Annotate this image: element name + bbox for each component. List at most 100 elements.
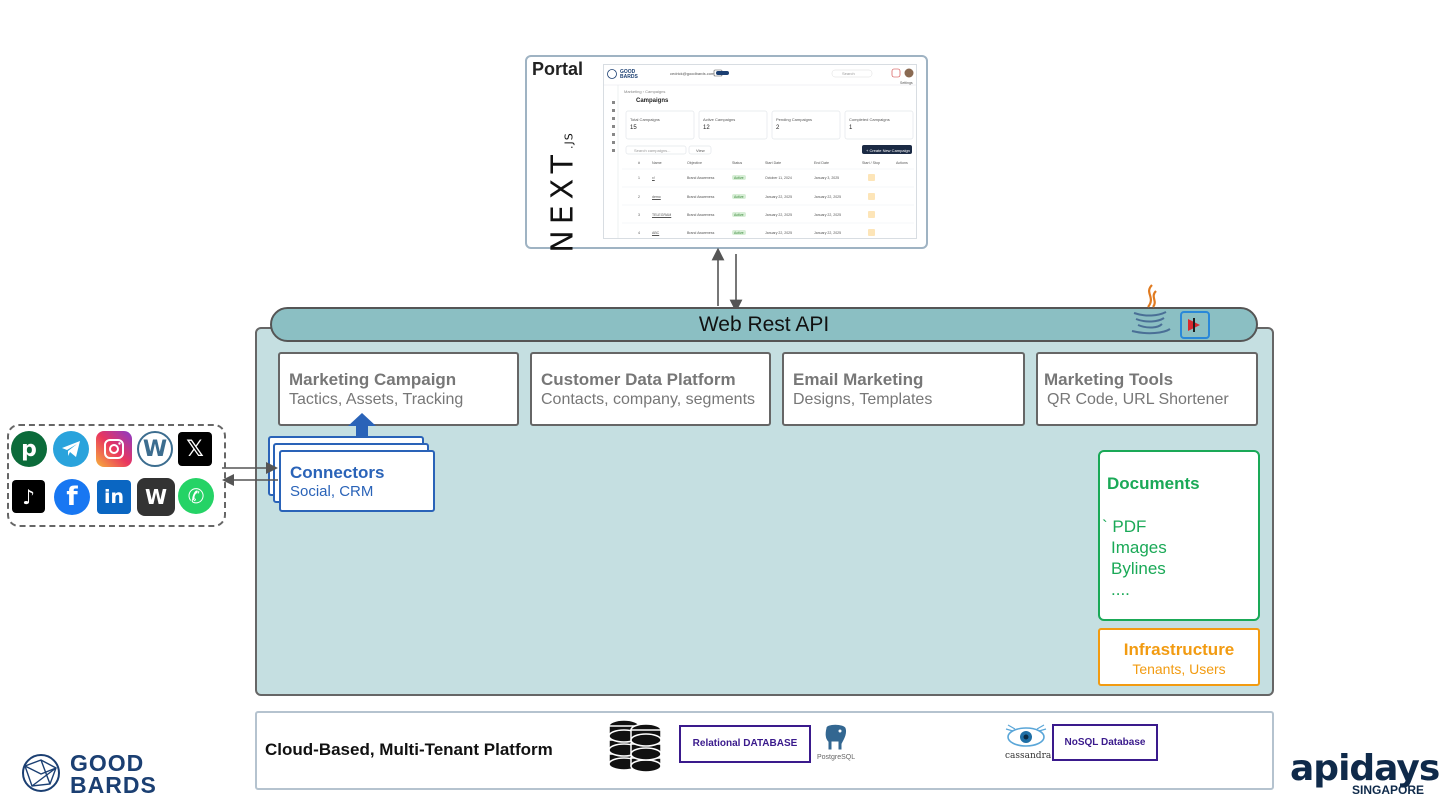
wordpress-icon: W: [137, 431, 173, 467]
cassandra-icon: [1005, 724, 1047, 747]
module-title: Email Marketing: [793, 370, 924, 389]
module-customer-data-platform: Customer Data Platform Contacts, company…: [530, 352, 771, 426]
screenshot-table-cell: x!: [652, 176, 655, 180]
java-icon: [1131, 284, 1171, 335]
screenshot-stat-value: 15: [630, 125, 637, 131]
screenshot-table-cell: Brand Awareness: [687, 213, 715, 217]
goodbards-logo-icon: [22, 754, 60, 792]
postgresql-icon: [824, 723, 847, 751]
screenshot-view: View: [696, 148, 705, 153]
module-marketing-tools: Marketing Tools QR Code, URL Shortener: [1036, 352, 1258, 426]
screenshot-search: Search: [842, 71, 855, 76]
goodbards-logo-text: GOOD BARDS: [70, 750, 157, 798]
screenshot-table-cell: Active: [734, 213, 744, 217]
spring-icon: [1180, 311, 1210, 339]
cloud-platform-label: Cloud-Based, Multi-Tenant Platform: [265, 740, 553, 759]
screenshot-column-header: Name: [652, 161, 662, 165]
goodbards-line-2: BARDS: [70, 772, 157, 798]
module-marketing-campaign: Marketing Campaign Tactics, Assets, Trac…: [278, 352, 519, 426]
connectors-up-arrow: [348, 413, 376, 439]
screenshot-table-cell: January 22, 2025: [765, 195, 793, 199]
whatsapp-icon: ✆: [178, 478, 214, 514]
instagram-icon: [96, 431, 132, 467]
infrastructure-subtitle: Tenants, Users: [1132, 661, 1226, 677]
documents-item: ....: [1111, 580, 1130, 599]
screenshot-table-cell: January 22, 2025: [814, 231, 842, 235]
portal-api-arrows: [711, 248, 743, 310]
screenshot-column-header: Objective: [687, 161, 702, 165]
facebook-icon: f: [54, 479, 90, 515]
tiktok-icon: ♪: [12, 480, 45, 513]
screenshot-table-cell: Active: [734, 176, 744, 180]
connectors-title: Connectors: [290, 463, 385, 482]
portal-screenshot: GOOD BARDS cedrick@goodbards.com Search …: [603, 64, 917, 239]
screenshot-stat-value: 1: [849, 125, 853, 131]
relational-database-label: Relational DATABASE: [679, 725, 811, 763]
screenshot-settings: Settings: [900, 81, 913, 85]
pinterest-icon: p: [11, 431, 47, 467]
module-subtitle: Contacts, company, segments: [541, 391, 756, 408]
screenshot-breadcrumb: Marketing › Campaigns: [624, 89, 666, 94]
module-title: Customer Data Platform: [541, 370, 736, 389]
screenshot-table-cell: 1: [638, 176, 640, 180]
screenshot-column-header: #: [638, 161, 640, 165]
screenshot-stat-label: Active Campaigns: [703, 117, 736, 122]
module-subtitle: Designs, Templates: [793, 391, 933, 408]
screenshot-table-cell: January 22, 2025: [814, 213, 842, 217]
x-icon: 𝕏: [178, 432, 212, 466]
screenshot-table-cell: January 22, 2025: [765, 213, 793, 217]
screenshot-table-cell: January 22, 2025: [765, 231, 793, 235]
database-stack-icon: [608, 719, 662, 773]
screenshot-table-cell: January 3, 2025: [814, 176, 840, 180]
goodbards-line-1: GOOD: [70, 750, 145, 776]
module-email-marketing: Email Marketing Designs, Templates: [782, 352, 1025, 426]
screenshot-table-cell: October 11, 2024: [765, 176, 792, 180]
screenshot-table-cell: ABC: [652, 231, 660, 235]
screenshot-table-cell: Active: [734, 231, 744, 235]
screenshot-frame: [604, 68, 916, 238]
screenshot-column-header: Start Date: [765, 161, 782, 165]
screenshot-column-header: End Date: [814, 161, 829, 165]
screenshot-table-cell: Active: [734, 195, 744, 199]
connectors-box: Connectors Social, CRM: [279, 450, 435, 512]
screenshot-table-cell: 3: [638, 213, 640, 217]
screenshot-table-cell: Brand Awareness: [687, 176, 715, 180]
screenshot-table-cell: Brand Awareness: [687, 231, 715, 235]
wordpress-dark-icon: W: [137, 478, 175, 516]
screenshot-stat-label: Total Campaigns: [630, 117, 660, 122]
documents-item: Images: [1111, 538, 1167, 557]
screenshot-heading: Campaigns: [636, 98, 669, 104]
screenshot-stat-label: Pending Campaigns: [776, 117, 813, 122]
apidays-location: SINGAPORE: [1352, 783, 1425, 797]
infrastructure-title: Infrastructure: [1123, 640, 1235, 659]
screenshot-column-header: Start / Stop: [862, 161, 880, 165]
portal-title: Portal: [532, 59, 584, 79]
cassandra-label: cassandra: [1005, 751, 1052, 761]
screenshot-column-header: Actions: [896, 161, 908, 165]
web-rest-api-bar: Web Rest API: [270, 307, 1258, 342]
documents-item: Bylines: [1111, 559, 1166, 578]
module-subtitle: QR Code, URL Shortener: [1047, 391, 1229, 408]
screenshot-table-cell: 4: [638, 231, 640, 235]
module-subtitle: Tactics, Assets, Tracking: [289, 391, 464, 408]
screenshot-column-header: Status: [732, 161, 743, 165]
connectors-subtitle: Social, CRM: [290, 483, 374, 500]
nextjs-logo: NEXT.JS: [545, 132, 581, 253]
module-title: Marketing Campaign: [289, 370, 457, 389]
screenshot-table-cell: TELEGRAM: [652, 213, 672, 217]
linkedin-icon: in: [97, 480, 131, 514]
screenshot-table-cell: Brand Awareness: [687, 195, 715, 199]
documents-title: Documents: [1107, 474, 1200, 493]
screenshot-brand: GOOD BARDS: [620, 69, 638, 80]
social-connector-arrows: [222, 462, 278, 486]
screenshot-search-campaigns: Search campaigns...: [634, 148, 671, 153]
screenshot-create-button: + Create New Campaign: [866, 148, 910, 153]
screenshot-stat-label: Completed Campaigns: [849, 117, 890, 122]
nosql-database-label: NoSQL Database: [1052, 724, 1158, 761]
infrastructure-box: Infrastructure Tenants, Users: [1098, 628, 1260, 686]
screenshot-email: cedrick@goodbards.com: [670, 71, 715, 76]
documents-box: Documents ` PDF Images Bylines ....: [1098, 450, 1260, 621]
screenshot-stat-value: 2: [776, 125, 780, 131]
module-title: Marketing Tools: [1044, 370, 1174, 389]
